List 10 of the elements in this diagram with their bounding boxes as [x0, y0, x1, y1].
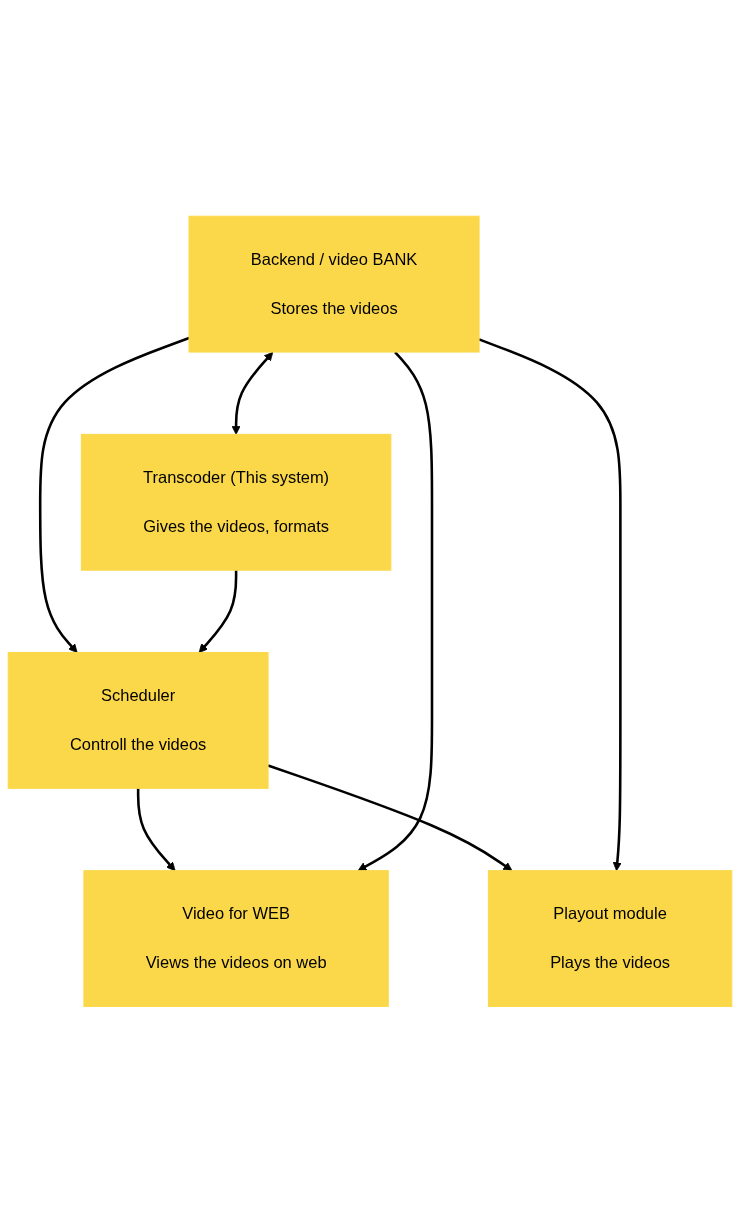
- node-box: Transcoder (This system) Gives the videos, formats: [80, 434, 392, 571]
- arrow: [231, 352, 274, 435]
- arrow: [198, 570, 238, 654]
- arrow: [357, 351, 434, 872]
- node-box: Playout module Plays the videos: [487, 870, 733, 1008]
- node-box: Scheduler Controll the videos: [7, 652, 269, 789]
- arrow: [38, 336, 190, 654]
- node-box: Backend / video BANK Stores the videos: [188, 215, 480, 353]
- arrow: [136, 788, 176, 872]
- node-box: Video for WEB Views the videos on web: [83, 870, 389, 1008]
